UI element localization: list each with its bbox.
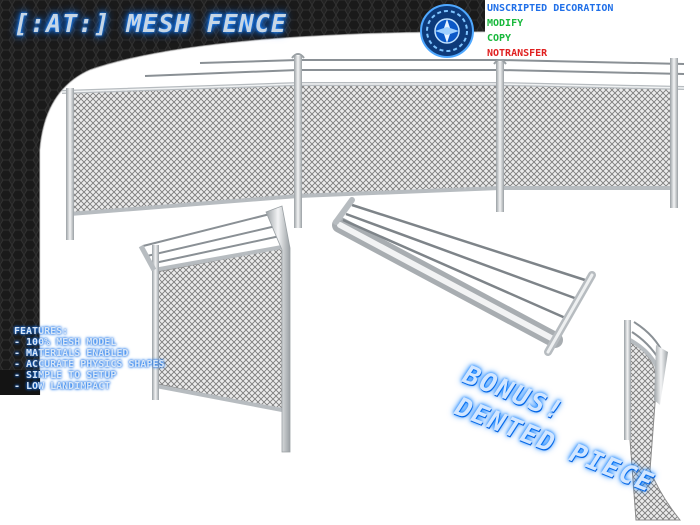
feature-item: - MATERIALS ENABLED <box>14 348 129 359</box>
permissions-panel: UNSCRIPTED DECORATION MODIFY COPY NOTRAN… <box>487 1 700 61</box>
rail-piece-illustration <box>332 197 596 356</box>
frame-inner-edge <box>39 31 486 395</box>
frame-bottom-strip <box>0 370 40 395</box>
permission-modify: MODIFY <box>487 18 524 29</box>
feature-item: - SIMPLE TO SETUP <box>14 370 117 381</box>
angled-fence-illustration <box>138 205 291 453</box>
feature-item: - ACCURATE PHYSICS SHAPES <box>14 359 165 370</box>
feature-item: - 100% MESH MODEL <box>14 337 117 348</box>
permission-type: UNSCRIPTED DECORATION <box>487 3 614 14</box>
permission-copy: COPY <box>487 33 512 44</box>
features-heading: FEATURES: <box>14 326 69 337</box>
long-fence-illustration <box>61 53 685 240</box>
dark-frame <box>0 0 485 395</box>
brand-logo-icon <box>420 4 474 58</box>
features-list: FEATURES: - 100% MESH MODEL - MATERIALS … <box>14 326 244 392</box>
product-title: [:AT:] MESH FENCE <box>14 9 287 38</box>
dented-piece-illustration <box>624 320 682 521</box>
permission-transfer: NOTRANSFER <box>487 48 548 59</box>
feature-item: - LOW LANDIMPACT <box>14 381 111 392</box>
